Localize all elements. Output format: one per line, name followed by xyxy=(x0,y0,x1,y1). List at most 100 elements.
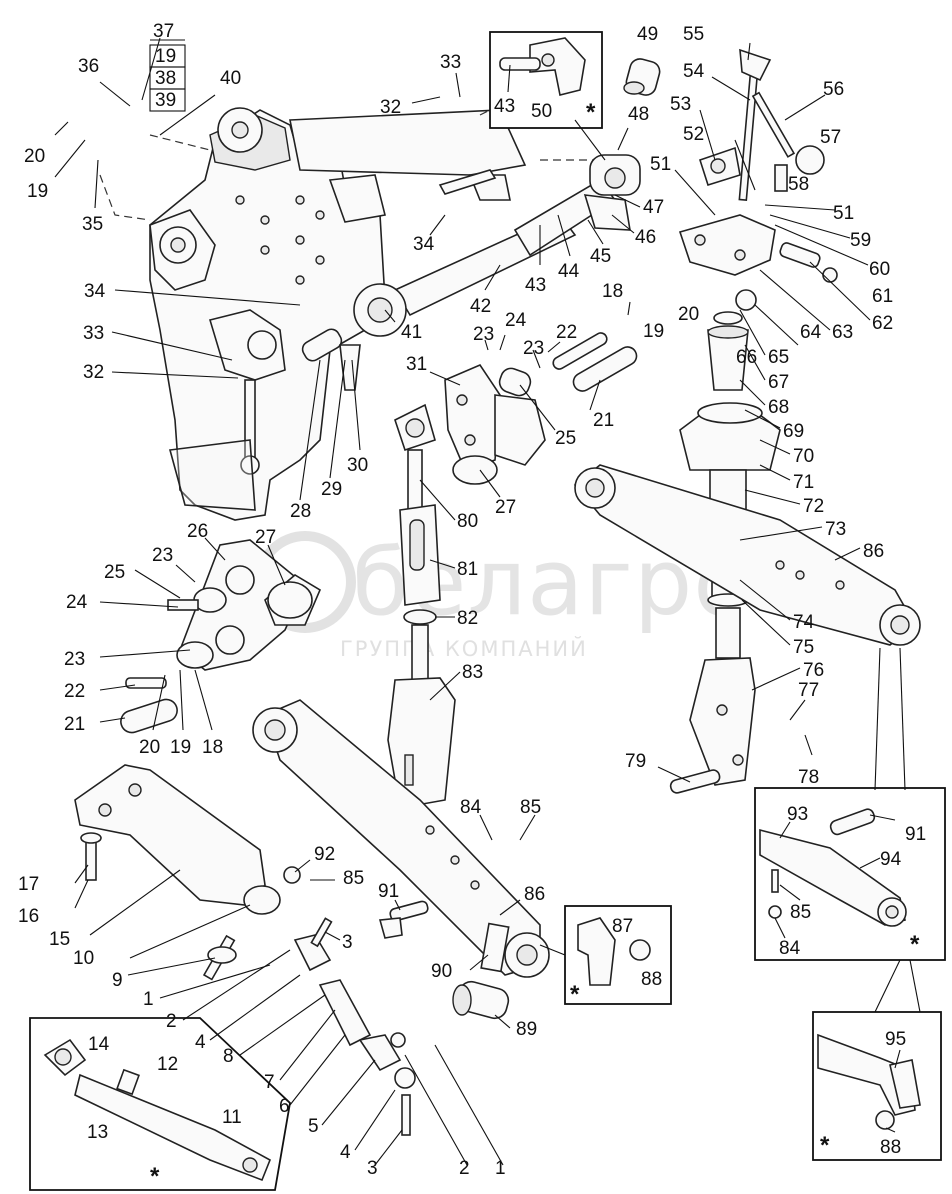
callout-68: 68 xyxy=(768,397,789,418)
callout-24: 24 xyxy=(505,310,527,331)
callout-9: 9 xyxy=(112,970,123,991)
callout-51: 51 xyxy=(650,154,671,175)
callout-50: 50 xyxy=(531,101,552,122)
lower-link-right xyxy=(573,464,921,646)
bushing-49 xyxy=(623,58,661,96)
callout-72: 72 xyxy=(803,496,824,517)
callout-41: 41 xyxy=(401,322,422,343)
marker-star: * xyxy=(586,99,596,126)
callout-45: 45 xyxy=(590,246,611,267)
callout-61: 61 xyxy=(872,286,893,307)
callout-3-b: 3 xyxy=(367,1158,378,1179)
callout-23-c: 23 xyxy=(152,545,173,566)
callout-60: 60 xyxy=(869,259,890,280)
marker-star: * xyxy=(150,1163,160,1190)
callout-43: 43 xyxy=(494,96,515,117)
callout-47: 47 xyxy=(643,197,664,218)
callout-2-b: 2 xyxy=(459,1158,470,1179)
callout-95: 95 xyxy=(885,1029,906,1050)
callout-73: 73 xyxy=(825,519,846,540)
callout-34-b: 34 xyxy=(84,281,106,302)
callout-76: 76 xyxy=(803,660,824,681)
callout-92: 92 xyxy=(314,844,335,865)
callout-20-b: 20 xyxy=(678,304,699,325)
callout-18-b: 18 xyxy=(202,737,223,758)
callout-22-b: 22 xyxy=(64,681,85,702)
callout-78: 78 xyxy=(798,767,819,788)
callout-labels: 37 19 38 39 36 40 20 19 35 33 32 43 50 4… xyxy=(18,21,926,1179)
callout-80: 80 xyxy=(457,511,478,532)
callout-27-b: 27 xyxy=(255,527,276,548)
callout-83: 83 xyxy=(462,662,483,683)
inset-bottom-left xyxy=(29,1017,291,1191)
callout-84: 84 xyxy=(460,797,482,818)
callout-85-inset: 85 xyxy=(790,902,811,923)
callout-27: 27 xyxy=(495,497,516,518)
leader-lines xyxy=(54,37,921,1166)
left-bracket xyxy=(120,539,322,734)
callout-43-b: 43 xyxy=(525,275,546,296)
callout-59: 59 xyxy=(850,230,871,251)
callout-35: 35 xyxy=(82,214,103,235)
callout-6: 6 xyxy=(279,1096,290,1117)
callout-40: 40 xyxy=(220,68,241,89)
callout-13: 13 xyxy=(87,1122,108,1143)
callout-74: 74 xyxy=(793,612,815,633)
top-link-assembly xyxy=(301,154,641,391)
stud-91 xyxy=(378,900,429,939)
callout-85-c: 85 xyxy=(343,868,364,889)
callout-87: 87 xyxy=(612,916,633,937)
callout-67: 67 xyxy=(768,372,789,393)
callout-44: 44 xyxy=(558,261,580,282)
callout-29: 29 xyxy=(321,479,342,500)
callout-90: 90 xyxy=(431,961,452,982)
callout-33: 33 xyxy=(440,52,461,73)
lower-link-left xyxy=(252,699,550,1020)
callout-88: 88 xyxy=(641,969,662,990)
callout-57: 57 xyxy=(820,127,841,148)
callout-26: 26 xyxy=(187,521,208,542)
marker-star: * xyxy=(910,931,920,958)
callout-48: 48 xyxy=(628,104,649,125)
callout-28: 28 xyxy=(290,501,311,522)
callout-31: 31 xyxy=(406,354,427,375)
callout-69: 69 xyxy=(783,421,804,442)
callout-23-b: 23 xyxy=(523,338,544,359)
callout-63: 63 xyxy=(832,322,853,343)
callout-49: 49 xyxy=(637,24,658,45)
callout-3: 3 xyxy=(342,932,353,953)
callout-23-d: 23 xyxy=(64,649,85,670)
callout-21-b: 21 xyxy=(64,714,85,735)
callout-36: 36 xyxy=(78,56,99,77)
callout-1: 1 xyxy=(143,989,154,1010)
callout-20-c: 20 xyxy=(139,737,160,758)
callout-39: 39 xyxy=(155,90,176,111)
callout-7: 7 xyxy=(264,1072,275,1093)
inset-box-95 xyxy=(812,1011,942,1161)
lever-assembly xyxy=(678,48,838,325)
callout-32-b: 32 xyxy=(83,362,104,383)
callout-32: 32 xyxy=(380,97,401,118)
callout-17: 17 xyxy=(18,874,39,895)
callout-86: 86 xyxy=(863,541,884,562)
callout-46: 46 xyxy=(635,227,656,248)
callout-33-b: 33 xyxy=(83,323,104,344)
watermark-tagline: ГРУППА КОМПАНИЙ xyxy=(340,636,588,661)
lift-link-center xyxy=(387,403,456,809)
callout-16: 16 xyxy=(18,906,39,927)
callout-20: 20 xyxy=(24,146,45,167)
callout-21: 21 xyxy=(593,410,614,431)
callout-88-b: 88 xyxy=(880,1137,901,1158)
callout-55: 55 xyxy=(683,24,704,45)
callout-8: 8 xyxy=(223,1046,234,1067)
callout-22: 22 xyxy=(556,322,577,343)
callout-66: 66 xyxy=(736,347,757,368)
callout-77: 77 xyxy=(798,680,819,701)
callout-89: 89 xyxy=(516,1019,537,1040)
callout-group-37-39 xyxy=(149,39,186,112)
callout-79: 79 xyxy=(625,751,646,772)
callout-56: 56 xyxy=(823,79,844,100)
callout-25: 25 xyxy=(555,428,576,449)
callout-14: 14 xyxy=(88,1034,110,1055)
